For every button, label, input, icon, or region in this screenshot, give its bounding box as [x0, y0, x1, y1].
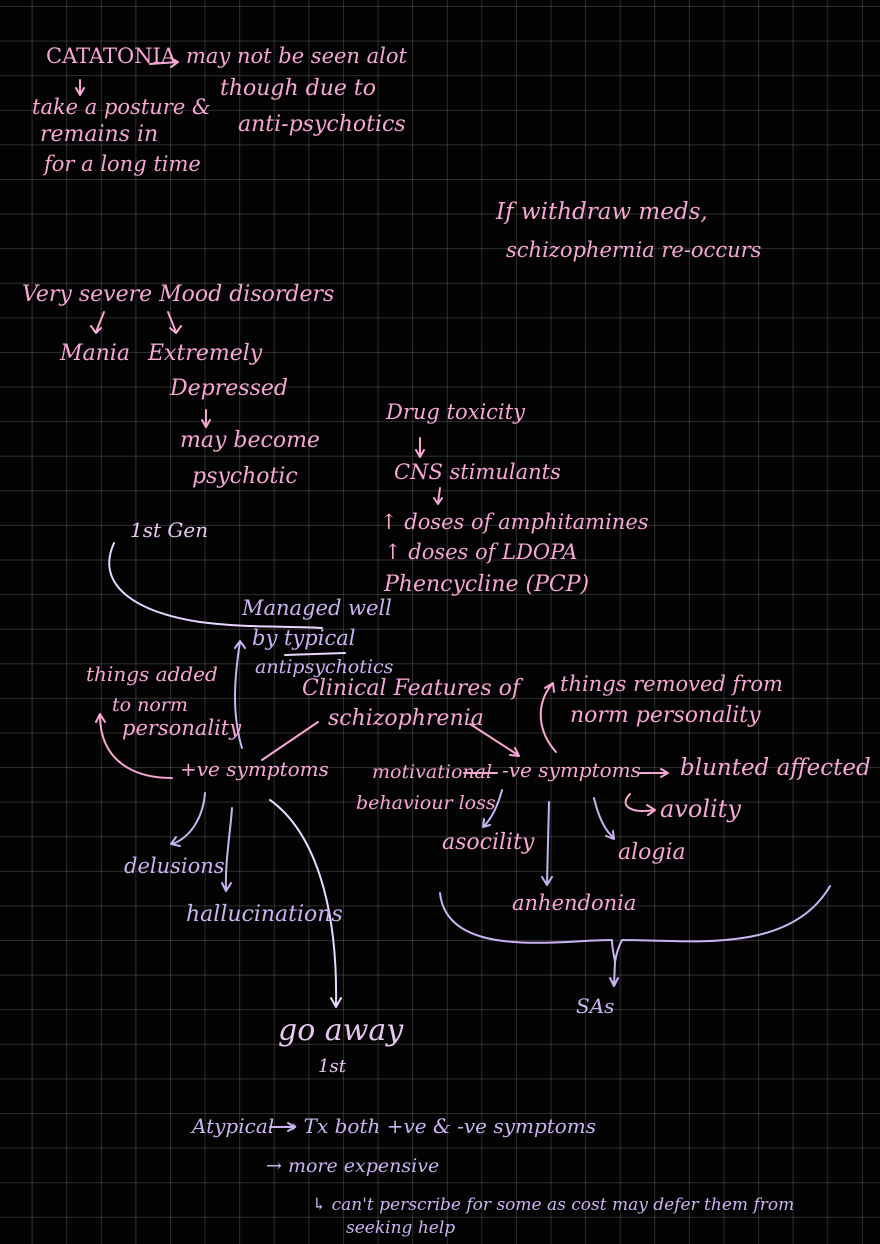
hallucinations: hallucinations — [186, 902, 343, 927]
arrow-to-anhedonia — [541, 801, 553, 886]
blunted-affect: blunted affected — [680, 755, 871, 781]
catatonia-not-seen: may not be seen alot — [186, 44, 407, 68]
arrow-clinical-to-negative — [469, 723, 520, 757]
catatonia-posture-3: for a long time — [44, 152, 201, 176]
drug-cns-stimulants: CNS stimulants — [394, 460, 561, 484]
mood-mania: Mania — [60, 341, 130, 366]
arrow-to-go-away — [269, 799, 342, 1008]
things-removed-line-1: things removed from — [560, 672, 783, 696]
arrow-to-sas — [609, 961, 619, 987]
arrow-to-blunted — [639, 768, 669, 778]
arrow-to-cns — [415, 437, 425, 458]
first-gen-label: 1st Gen — [130, 518, 209, 542]
drug-amphetamines: ↑ doses of amphitamines — [380, 510, 649, 534]
arrow-to-removed — [539, 682, 557, 753]
catatonia-posture-1: take a posture & — [32, 95, 211, 119]
atypical-line-1: Atypical → Tx both +ve & -ve symptoms — [192, 1114, 597, 1138]
arrow-to-may-become — [201, 409, 211, 428]
atypical-cost-line-1: ↳ can't perscribe for some as cost may d… — [312, 1195, 795, 1215]
clinical-features-line-2: schizophrenia — [328, 706, 484, 731]
catatonia-not-seen-3: anti-psychotics — [238, 112, 406, 137]
arrow-catatonia-down — [75, 79, 85, 96]
drug-ldopa: ↑ doses of LDOPA — [384, 540, 578, 564]
alogia: alogia — [618, 840, 686, 865]
line-clinical-to-positive — [261, 721, 319, 761]
go-away-first: 1st — [318, 1056, 346, 1077]
withdraw-line-2: schizophernia re-occurs — [506, 238, 762, 262]
positive-symptoms: +ve symptoms — [180, 757, 329, 781]
motivational: motivational — [372, 761, 493, 783]
arrow-to-avolity — [624, 793, 656, 816]
typical-underline — [284, 652, 346, 656]
managed-line-3: antipsychotics — [255, 656, 394, 678]
catatonia-not-seen-2: though due to — [220, 76, 377, 101]
arrow-to-mania — [90, 311, 105, 334]
catatonia-posture-2: remains in — [40, 122, 159, 147]
negative-symptoms: -ve symptoms — [502, 758, 641, 782]
arrow-catatonia-right — [149, 57, 179, 68]
arrow-atypical-right — [269, 1122, 296, 1132]
arrow-1st-gen-loop — [108, 542, 323, 629]
clinical-features-line-1: Clinical Features of — [302, 676, 520, 701]
withdraw-line-1: If withdraw meds, — [496, 199, 708, 225]
mood-psychotic: psychotic — [192, 464, 298, 489]
drug-phencycline: Phencycline (PCP) — [384, 572, 590, 597]
mood-may-become: may become — [180, 428, 320, 453]
mood-depressed: Depressed — [170, 376, 288, 401]
managed-line-2: by typical — [252, 626, 356, 650]
arrow-to-alogia — [593, 797, 615, 840]
things-added-line-2: to norm — [112, 694, 188, 716]
things-added-line-1: things added — [86, 662, 218, 686]
behaviour-loss: behaviour loss — [356, 792, 496, 814]
arrow-to-asocility — [482, 789, 503, 828]
arrow-to-amphetamines — [433, 487, 443, 505]
mood-disorders-title: Very severe Mood disorders — [22, 282, 335, 307]
arrow-to-delusions — [170, 792, 206, 847]
arrow-to-extremely — [167, 311, 182, 334]
asocility: asocility — [442, 830, 535, 855]
avolity: avolity — [660, 795, 741, 823]
arrow-to-hallucinations — [221, 807, 233, 892]
catatonia-title: CATATONIA — [46, 44, 177, 68]
atypical-expensive: → more expensive — [266, 1155, 440, 1177]
anhedonia: anhendonia — [512, 891, 637, 915]
things-removed-line-2: norm personality — [570, 703, 761, 728]
delusions: delusions — [124, 854, 225, 878]
arrow-to-managed — [234, 640, 246, 749]
arrow-to-added — [95, 713, 173, 779]
managed-line-1: Managed well — [242, 596, 392, 620]
atypical-cost-line-2: seeking help — [346, 1218, 456, 1238]
go-away: go away — [278, 1013, 404, 1048]
side-effects-label: SAs — [576, 994, 615, 1018]
mood-extremely: Extremely — [148, 341, 263, 366]
things-added-line-3: personality — [122, 716, 242, 740]
drug-toxicity: Drug toxicity — [386, 400, 525, 424]
